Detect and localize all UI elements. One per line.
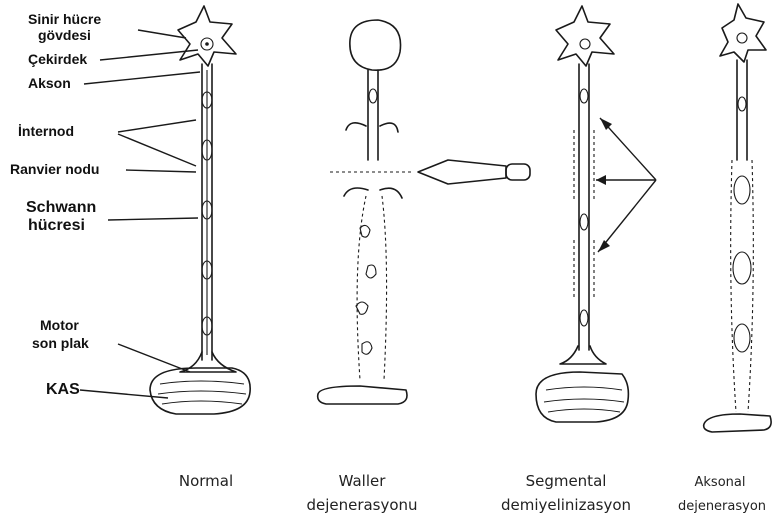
atrophic-muscle <box>318 386 407 404</box>
pointer-axon <box>84 72 200 84</box>
axon-sprout-top <box>346 123 398 132</box>
label-schwann-line2: hücresi <box>28 217 85 234</box>
arrow-group <box>596 118 656 252</box>
motor-end-plate <box>180 352 236 372</box>
cell-body <box>178 6 236 66</box>
arrowhead-upper-icon <box>600 118 612 130</box>
pointer-schwann <box>108 218 198 220</box>
distal-branch <box>344 188 402 198</box>
caption-waller-line1: Waller <box>339 472 387 490</box>
muscle-striations <box>158 381 246 404</box>
neuron-segmental <box>536 6 656 422</box>
arrowhead-middle-icon <box>596 175 606 185</box>
nucleus-icon <box>580 39 590 49</box>
label-cell-body-line2: gövdesi <box>38 27 91 43</box>
nucleus-icon <box>737 33 747 43</box>
caption-segmental-line2: demiyelinizasyon <box>501 496 631 514</box>
neuron-normal <box>150 6 250 414</box>
schwann-cell-proximal <box>369 89 377 103</box>
label-muscle: KAS <box>46 381 80 398</box>
label-schwann-line1: Schwann <box>26 199 96 216</box>
pointer-end-plate <box>118 344 190 372</box>
cell-body <box>556 6 614 66</box>
neuron-axonal <box>704 4 771 432</box>
ovoids <box>733 176 751 352</box>
degenerating-sheath <box>357 196 386 380</box>
scalpel-handle <box>506 164 530 180</box>
label-cell-body-line1: Sinir hücre <box>28 11 101 27</box>
captions: Normal Waller dejenerasyonu Segmental de… <box>179 472 766 514</box>
arrowhead-lower-icon <box>598 240 610 252</box>
label-group: Sinir hücre gövdesi Çekirdek Akson İnter… <box>10 11 101 398</box>
label-internode: İnternod <box>18 123 74 139</box>
muscle-striations <box>544 387 624 412</box>
scalpel-blade <box>418 160 506 184</box>
arrow-lower <box>598 180 656 252</box>
label-motor-line2: son plak <box>32 335 89 351</box>
degenerating-distal-axon <box>731 160 754 412</box>
muscle-block <box>536 372 628 422</box>
neuron-waller <box>318 20 530 404</box>
caption-normal: Normal <box>179 472 233 490</box>
pointer-muscle <box>80 390 168 398</box>
demyelinated-segments <box>574 130 594 300</box>
motor-end-plate <box>560 346 606 364</box>
pointer-ranvier <box>126 170 196 172</box>
label-axon: Akson <box>28 75 71 91</box>
caption-segmental-line1: Segmental <box>526 472 607 490</box>
caption-axonal-line2: dejenerasyon <box>678 499 766 514</box>
caption-waller-line2: dejenerasyonu <box>306 496 417 514</box>
pointer-lines <box>80 30 200 398</box>
pointer-internode-b <box>118 134 196 166</box>
label-motor-line1: Motor <box>40 317 79 333</box>
label-node-of-ranvier: Ranvier nodu <box>10 161 99 177</box>
proximal-axon <box>368 70 378 160</box>
label-nucleus: Çekirdek <box>28 51 87 67</box>
atrophic-muscle <box>704 414 771 432</box>
caption-axonal-line1: Aksonal <box>695 475 746 490</box>
nucleolus <box>205 42 209 46</box>
pointer-internode-a <box>118 120 196 132</box>
cell-body-swollen <box>350 20 401 70</box>
remaining-schwann-cells <box>580 89 588 326</box>
schwann-cell-proximal <box>738 97 746 111</box>
